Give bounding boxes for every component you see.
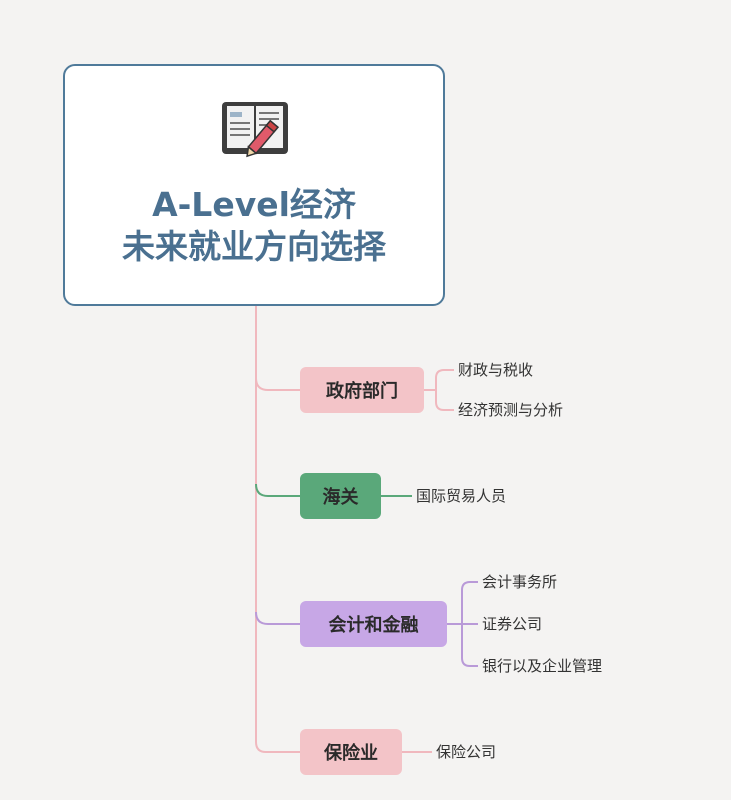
root-title: A-Level经济 未来就业方向选择 [65,184,443,268]
branch-accounting-finance[interactable]: 会计和金融 [300,601,447,647]
root-title-line2: 未来就业方向选择 [122,227,386,266]
root-node[interactable]: A-Level经济 未来就业方向选择 [63,64,445,306]
leaf-insurance-company[interactable]: 保险公司 [436,743,497,761]
branch-government-label: 政府部门 [326,381,398,402]
leaf-securities-company[interactable]: 证券公司 [482,615,543,633]
leaf-finance-tax[interactable]: 财政与税收 [458,361,534,379]
leaf-banking-management[interactable]: 银行以及企业管理 [482,657,603,675]
leaf-international-trade[interactable]: 国际贸易人员 [416,487,507,505]
branch-customs-label: 海关 [322,487,359,508]
branch-insurance[interactable]: 保险业 [300,729,402,775]
book-pencil-icon [222,102,288,158]
branch-accounting-finance-label: 会计和金融 [328,615,419,636]
branch-insurance-label: 保险业 [324,743,378,764]
branch-customs[interactable]: 海关 [300,473,381,519]
leaf-economic-forecast[interactable]: 经济预测与分析 [458,401,564,419]
branch-government[interactable]: 政府部门 [300,367,424,413]
leaf-accounting-firm[interactable]: 会计事务所 [482,573,558,591]
root-title-line1: A-Level经济 [152,185,356,224]
